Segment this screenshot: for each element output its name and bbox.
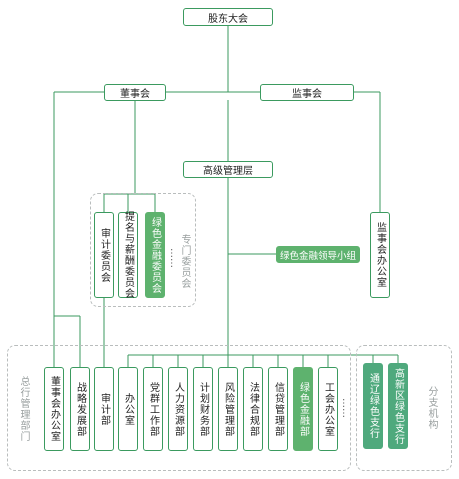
dept-label: 董事会办公室 (48, 376, 60, 442)
supervisors-office-label: 监事会办公室 (374, 222, 386, 288)
senior-management-box[interactable]: 高级管理层 (183, 161, 273, 178)
branch-label: 通辽绿色支行 (367, 373, 379, 439)
committee-box-audit[interactable]: 审计委员会 (94, 212, 114, 298)
dept-box-legal[interactable]: 法律合规部 (243, 367, 263, 451)
dept-box-board-office[interactable]: 董事会办公室 (44, 367, 64, 451)
dept-label: 风险管理部 (222, 381, 234, 437)
dept-label: 信贷管理部 (272, 381, 284, 437)
committees-more-dots: …… (168, 248, 179, 268)
senior-management-label: 高级管理层 (203, 166, 253, 177)
dept-label: 审计部 (98, 392, 110, 426)
dept-box-risk[interactable]: 风险管理部 (218, 367, 238, 451)
branches-group-frame (356, 345, 452, 471)
dept-box-credit[interactable]: 信贷管理部 (268, 367, 288, 451)
hq-group-label: 总行管理部门 (18, 376, 29, 442)
shareholders-label: 股东大会 (208, 13, 248, 25)
committee-label-audit: 审计委员会 (98, 227, 110, 283)
branches-group-label: 分支机构 (426, 386, 437, 430)
dept-label: 绿色金融部 (297, 381, 309, 437)
dept-box-general-office[interactable]: 办公室 (118, 367, 138, 451)
dept-label: 法律合规部 (247, 381, 259, 437)
dept-box-strategy[interactable]: 战略发展部 (70, 367, 90, 451)
shareholders-meeting-box[interactable]: 股东大会 (183, 8, 273, 26)
board-box[interactable]: 董事会 (104, 84, 166, 101)
branch-box-tongliao[interactable]: 通辽绿色支行 (363, 363, 383, 449)
committee-box-green-finance[interactable]: 绿色金融委员会 (145, 212, 165, 298)
branch-label: 高新区绿色支行 (392, 367, 404, 445)
dept-box-audit[interactable]: 审计部 (94, 367, 114, 451)
dept-label: 工会办公室 (322, 381, 334, 437)
supervisors-box[interactable]: 监事会 (260, 84, 354, 101)
dept-label: 人力资源部 (172, 381, 184, 437)
committees-group-frame (90, 193, 196, 307)
dept-box-union-office[interactable]: 工会办公室 (318, 367, 338, 451)
dept-box-party-affairs[interactable]: 党群工作部 (143, 367, 163, 451)
dept-box-green-finance[interactable]: 绿色金融部 (293, 367, 313, 451)
supervisors-office-box[interactable]: 监事会办公室 (370, 212, 390, 298)
green-finance-leading-group-label: 绿色金融领导小组 (279, 250, 356, 262)
committee-box-nomination[interactable]: 提名与薪酬委员会 (118, 211, 138, 299)
dept-label: 战略发展部 (74, 381, 86, 437)
dept-label: 计划财务部 (197, 381, 209, 437)
branch-box-gaoxin[interactable]: 高新区绿色支行 (388, 363, 408, 449)
dept-label: 党群工作部 (147, 381, 159, 437)
supervisors-label: 监事会 (292, 89, 322, 100)
board-label: 董事会 (120, 89, 150, 100)
dept-box-hr[interactable]: 人力资源部 (168, 367, 188, 451)
committees-group-label: 专门委员会 (179, 234, 190, 289)
dept-box-planning-finance[interactable]: 计划财务部 (193, 367, 213, 451)
committee-label-nomination: 提名与薪酬委员会 (122, 211, 134, 299)
hq-more-dots: …… (340, 398, 351, 418)
dept-label: 办公室 (122, 392, 134, 426)
hq-group-frame (7, 345, 351, 471)
committee-label-green-finance: 绿色金融委员会 (149, 216, 161, 294)
green-finance-leading-group-box[interactable]: 绿色金融领导小组 (276, 246, 360, 263)
